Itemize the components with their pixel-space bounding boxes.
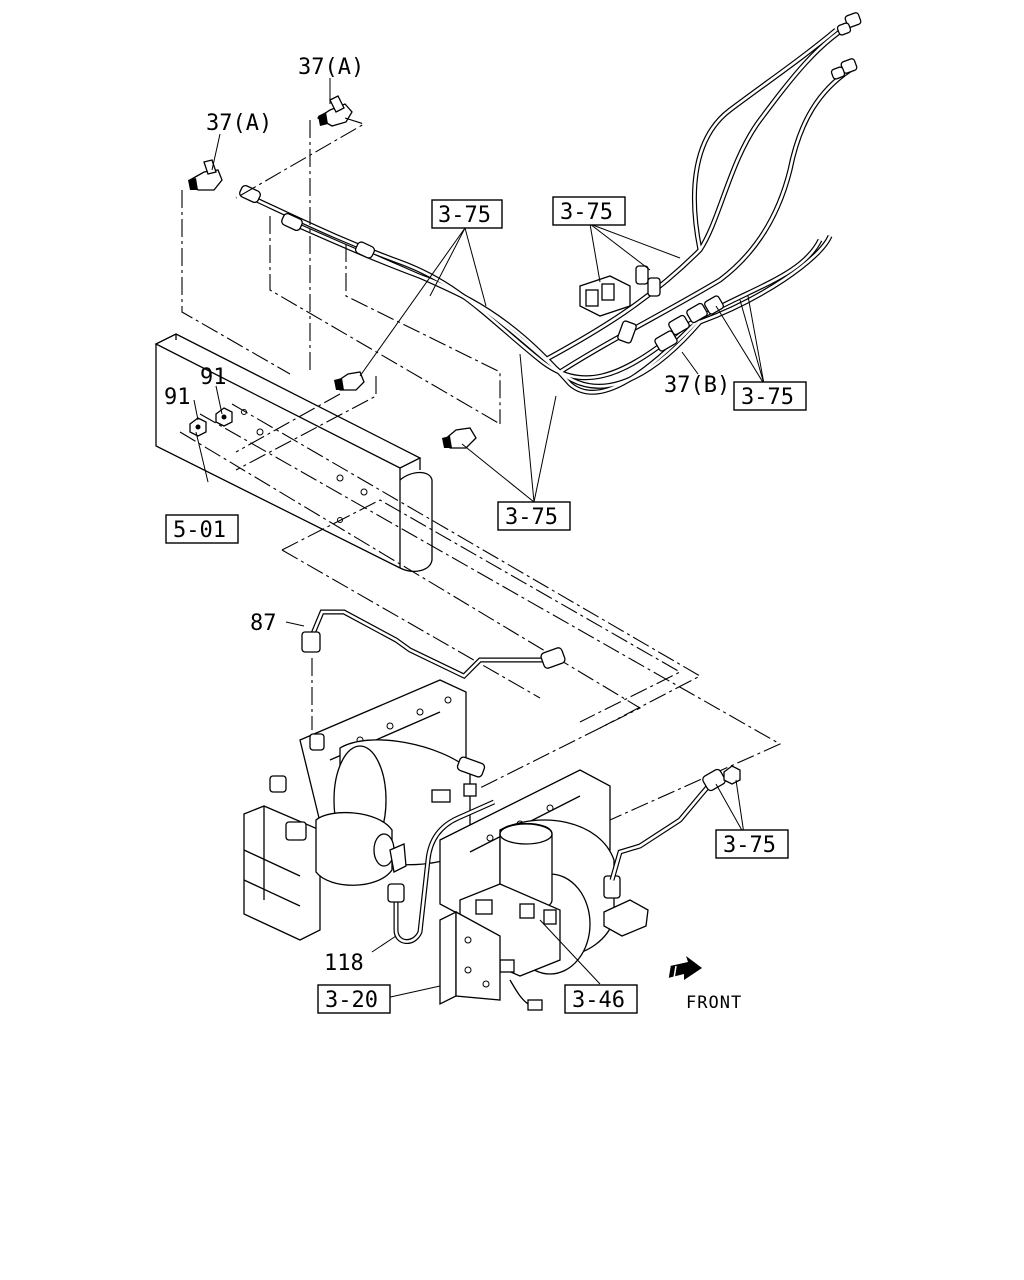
svg-text:3-75: 3-75 (741, 385, 794, 410)
air-compressor-assembly (243, 679, 649, 1011)
svg-text:3-75: 3-75 (505, 505, 558, 530)
leader-lines (193, 78, 765, 999)
ref-box-375-c[interactable]: 3-75 (733, 381, 807, 411)
callout-91-b: 91 (164, 385, 191, 410)
callout-37b: 37(B) (664, 373, 730, 398)
nut-91-a (189, 417, 207, 437)
fitting-37a-top (316, 95, 353, 127)
ref-box-375-d[interactable]: 3-75 (497, 501, 571, 531)
svg-text:3-46: 3-46 (572, 988, 625, 1013)
callout-37a-left: 37(A) (206, 111, 272, 136)
front-label: FRONT (686, 993, 742, 1013)
ref-box-375-b[interactable]: 3-75 (552, 196, 626, 226)
front-arrow-icon (667, 956, 702, 980)
pipe-lower-right (609, 765, 741, 881)
svg-text:3-75: 3-75 (438, 203, 491, 228)
nut-91-b (215, 407, 233, 427)
pipe-118 (387, 799, 496, 944)
ref-box-375-a[interactable]: 3-75 (431, 199, 503, 229)
pipe-couplers (239, 185, 724, 352)
ref-box-320[interactable]: 3-20 (317, 984, 391, 1014)
assembly-lines (179, 117, 782, 821)
fitting-panel-right (442, 427, 477, 449)
callout-37a-top: 37(A) (298, 55, 364, 80)
pipe-87 (301, 609, 566, 680)
ref-box-375-e[interactable]: 3-75 (715, 829, 789, 859)
svg-text:3-20: 3-20 (325, 988, 378, 1013)
frame-panel (154, 333, 433, 572)
pipe-end-fittings (830, 12, 862, 80)
fitting-37a-left (188, 159, 223, 191)
callout-87: 87 (250, 611, 277, 636)
callout-118: 118 (324, 951, 364, 976)
callout-91-a: 91 (200, 365, 227, 390)
svg-text:3-75: 3-75 (560, 200, 613, 225)
ref-box-501[interactable]: 5-01 (165, 514, 239, 544)
ref-box-346[interactable]: 3-46 (564, 984, 638, 1014)
fitting-37a-mid (334, 371, 365, 391)
pipe-bracket (579, 275, 631, 317)
svg-text:3-75: 3-75 (723, 833, 776, 858)
svg-text:5-01: 5-01 (173, 518, 226, 543)
